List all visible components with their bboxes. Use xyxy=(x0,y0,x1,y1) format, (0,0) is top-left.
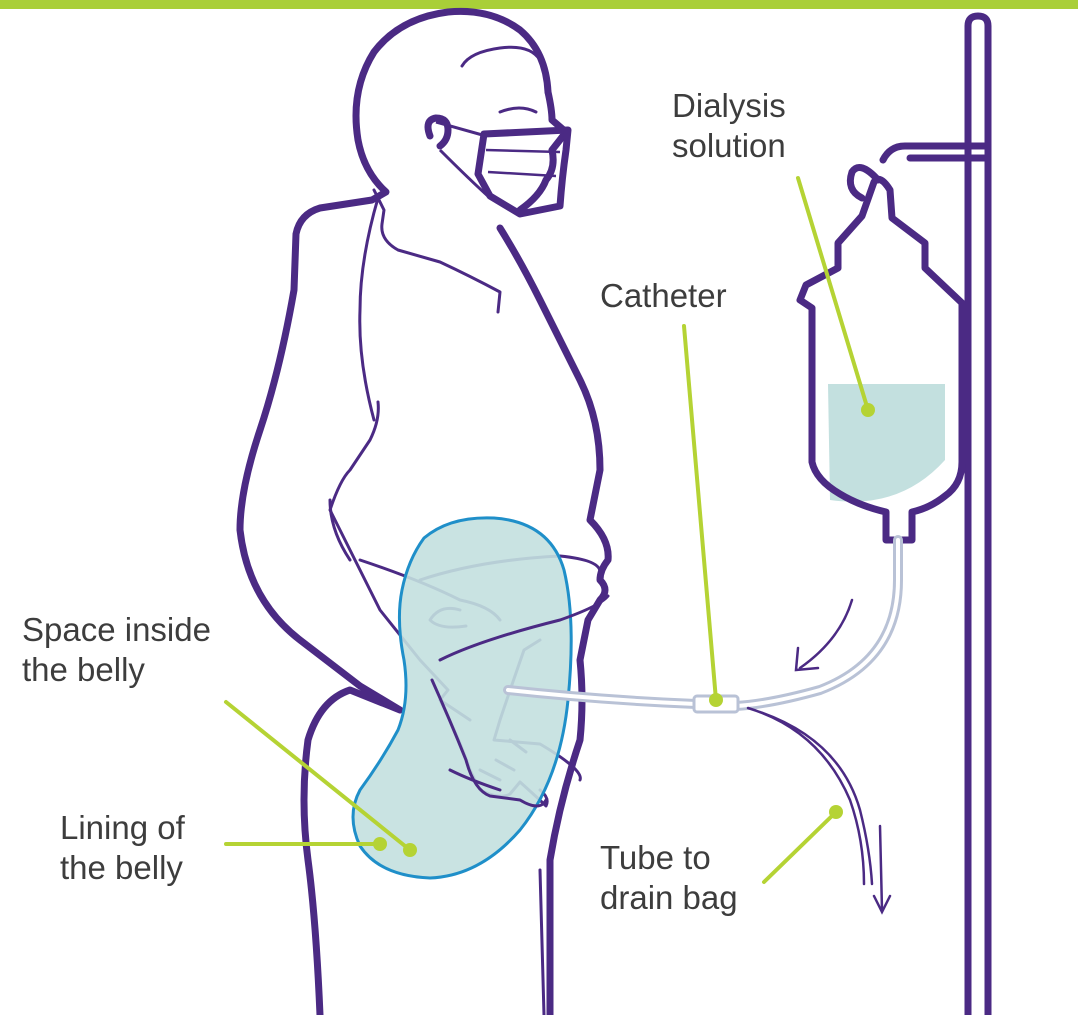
dialysis-bag xyxy=(800,179,962,540)
leader-dot-drain-tube xyxy=(829,805,843,819)
label-catheter: Catheter xyxy=(600,276,727,316)
top-accent-bar xyxy=(0,0,1078,9)
label-tube-to-drain-bag-line1: Tube to xyxy=(600,838,738,878)
inflow-arrow-icon xyxy=(796,600,852,670)
label-dialysis-solution-line2: solution xyxy=(672,126,786,166)
label-dialysis-solution: Dialysis solution xyxy=(672,86,786,166)
drain-tube xyxy=(748,708,872,884)
label-lining-of-belly-line2: the belly xyxy=(60,848,185,888)
leader-dot-catheter xyxy=(709,693,723,707)
leader-dot-space-inside xyxy=(403,843,417,857)
label-lining-of-belly-line1: Lining of xyxy=(60,808,185,848)
label-tube-to-drain-bag: Tube to drain bag xyxy=(600,838,738,918)
label-lining-of-belly: Lining of the belly xyxy=(60,808,185,888)
leader-drain-tube xyxy=(764,812,836,882)
leader-dot-lining xyxy=(373,837,387,851)
leader-dot-dialysis-solution xyxy=(861,403,875,417)
label-tube-to-drain-bag-line2: drain bag xyxy=(600,878,738,918)
label-catheter-line1: Catheter xyxy=(600,276,727,316)
leader-catheter xyxy=(684,326,716,700)
face-mask-icon xyxy=(436,122,568,214)
outflow-arrow-icon xyxy=(874,826,890,912)
label-space-inside-belly-line1: Space inside xyxy=(22,610,211,650)
label-space-inside-belly: Space inside the belly xyxy=(22,610,211,690)
label-dialysis-solution-line1: Dialysis xyxy=(672,86,786,126)
label-space-inside-belly-line2: the belly xyxy=(22,650,211,690)
bag-tube xyxy=(736,540,898,706)
